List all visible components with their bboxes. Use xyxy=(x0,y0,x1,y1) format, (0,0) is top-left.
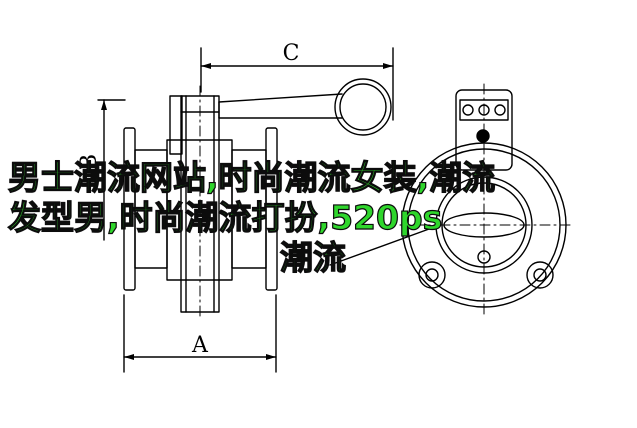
dimension-c-label: C xyxy=(283,41,300,66)
overlay-text-line-3: 潮流 xyxy=(279,237,346,277)
dimension-c-group: C xyxy=(200,41,394,121)
overlay-text-line-2: 发型男,时尚潮流打扮,520ps xyxy=(7,197,443,237)
valve-side-view xyxy=(123,78,392,321)
valve-front-view xyxy=(329,83,571,319)
overlay-text-line-1: 男士潮流网站,时尚潮流女装,潮流 xyxy=(7,157,496,197)
dimension-b-label: B xyxy=(77,154,102,170)
dimension-a-label: A xyxy=(191,333,209,358)
dimension-a-group: A xyxy=(123,294,277,373)
dimension-b-group: B xyxy=(77,99,126,241)
